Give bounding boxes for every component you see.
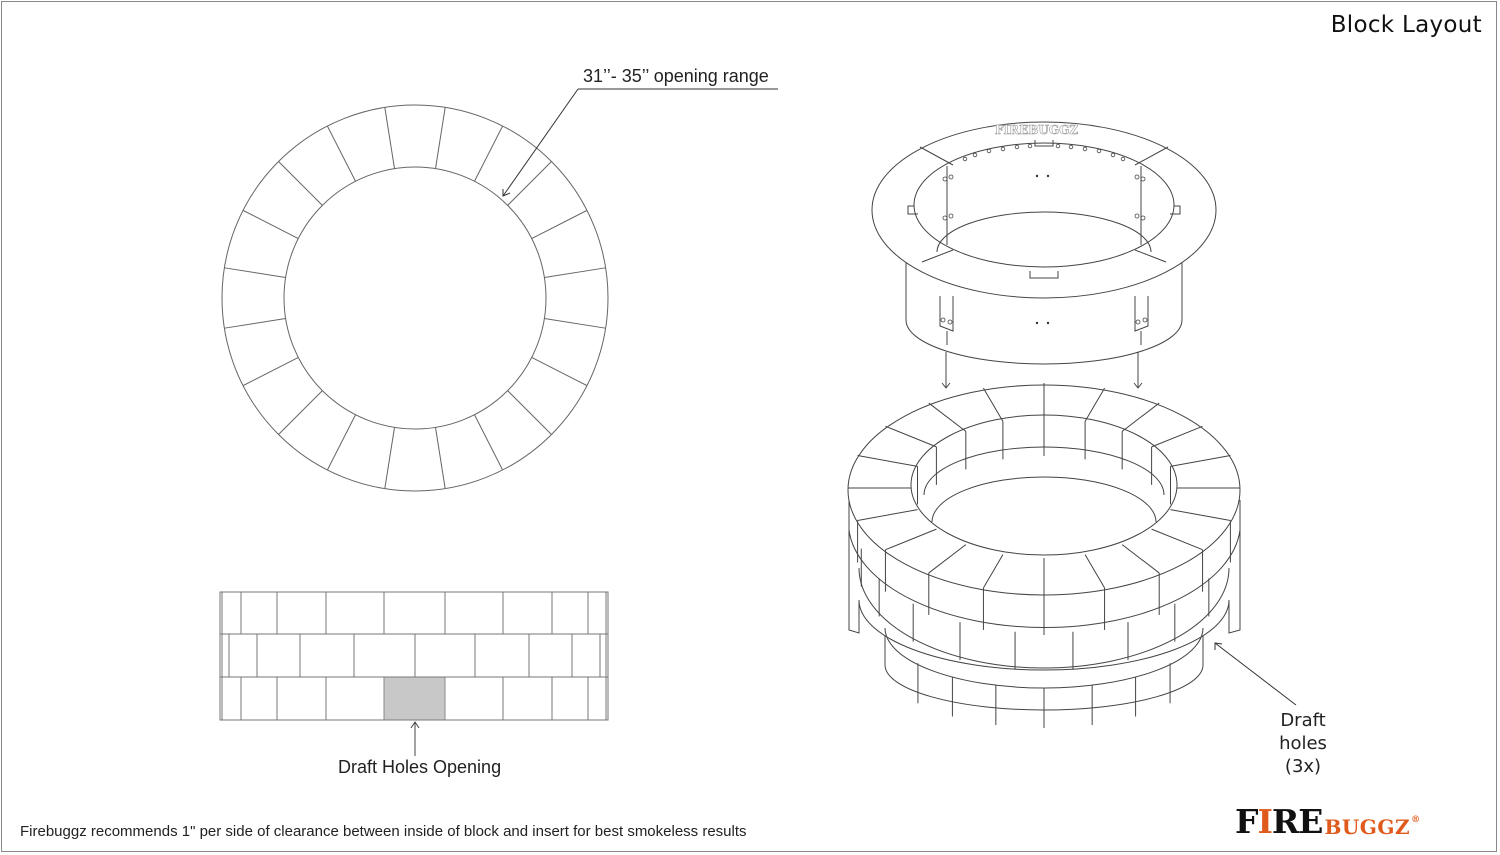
draft-holes-leader bbox=[1214, 642, 1297, 706]
draft-holes-label-line2: (3x) bbox=[1284, 756, 1322, 777]
page-title: Block Layout bbox=[1330, 12, 1482, 38]
opening-range-leader bbox=[502, 88, 778, 197]
draft-holes-label: Draft holes (3x) bbox=[1256, 709, 1350, 778]
insert-engraving: FIREBUGGZ bbox=[995, 123, 1078, 137]
draft-holes-opening-arrow bbox=[410, 721, 420, 756]
logo-fire: FIRE bbox=[1235, 802, 1324, 841]
draft-holes-opening-label: Draft Holes Opening bbox=[338, 757, 502, 777]
block-ring-3d bbox=[847, 383, 1241, 728]
logo-re: RE bbox=[1271, 802, 1324, 841]
insert-air-holes bbox=[940, 143, 1148, 325]
insert-dots bbox=[1035, 174, 1050, 325]
logo-i: I bbox=[1257, 802, 1272, 841]
fire-pit-insert bbox=[871, 121, 1217, 365]
draft-holes-label-line1: Draft holes bbox=[1279, 710, 1327, 754]
wall-elevation bbox=[219, 591, 609, 721]
firebuggz-logo: FIRE BUGGZ ® bbox=[1235, 802, 1421, 841]
placement-arrows bbox=[941, 352, 1143, 389]
registered-mark: ® bbox=[1411, 815, 1421, 825]
logo-buggz: BUGGZ bbox=[1324, 815, 1411, 839]
clearance-footnote: Firebuggz recommends 1" per side of clea… bbox=[20, 823, 747, 840]
opening-range-label: 31’’- 35’’ opening range bbox=[583, 66, 769, 86]
top-view-ring bbox=[221, 104, 609, 492]
draft-hole-block bbox=[383, 676, 446, 721]
logo-f: F bbox=[1235, 802, 1258, 841]
